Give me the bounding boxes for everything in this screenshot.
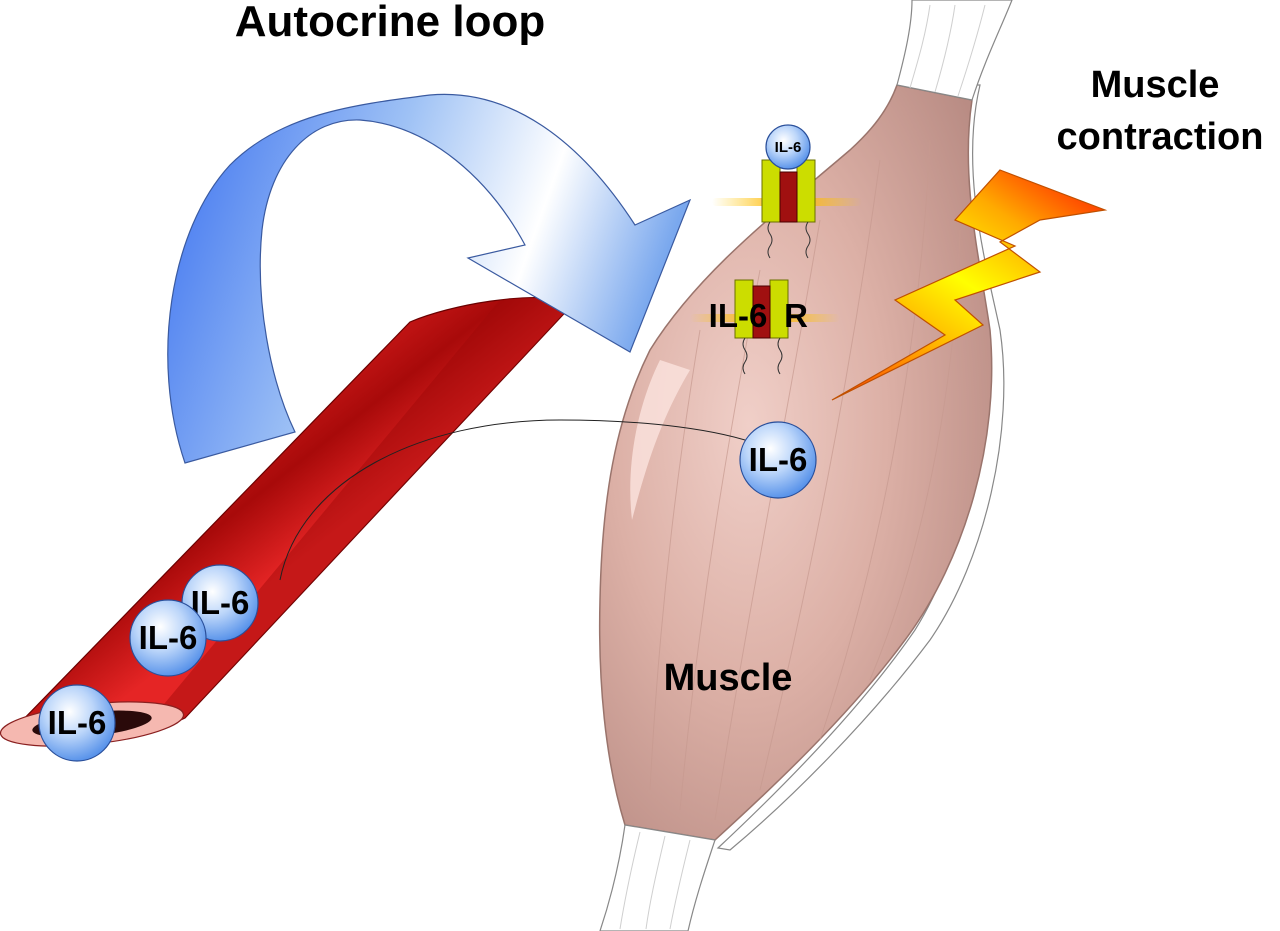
il6-vessel-1: IL-6 [38,684,116,762]
il6-muscle: IL-6 [739,421,817,499]
il6-label: IL-6 [749,441,808,478]
diagram-title: Autocrine loop [235,0,545,46]
receptor-subunit-right [796,159,816,223]
il6-sphere-icon [739,421,817,499]
receptor-core [779,171,798,223]
lightning-bolt-icon [831,169,1108,401]
blood-vessel [0,297,577,747]
bound-il6-label: IL-6 [775,139,802,156]
receptor-r-label: R [784,297,808,334]
receptor-il6-label: IL-6 [709,297,768,334]
muscle-highlight [630,360,690,520]
tendon-bottom [599,824,716,931]
il6-label: IL-6 [191,584,250,621]
curved-arrow-icon [167,93,692,464]
receptor-il6r: IL-6 R [690,279,840,375]
il6-sphere-icon [765,124,811,170]
tendon-top [896,0,1013,101]
il6-sphere-icon [38,684,116,762]
receptor-bound: IL-6 [712,124,862,259]
receptor-subunit-left [761,159,781,223]
il6-sphere-icon [129,599,207,677]
il6-label: IL-6 [139,619,198,656]
il6-vessel-2: IL-6 [129,599,207,677]
receptor-core [752,285,771,339]
contraction-label-line1: Muscle [1091,64,1220,106]
muscle-label: Muscle [664,657,793,699]
il6-label: IL-6 [48,704,107,741]
contraction-label-line2: contraction [1057,116,1264,158]
secretion-path [279,419,761,581]
